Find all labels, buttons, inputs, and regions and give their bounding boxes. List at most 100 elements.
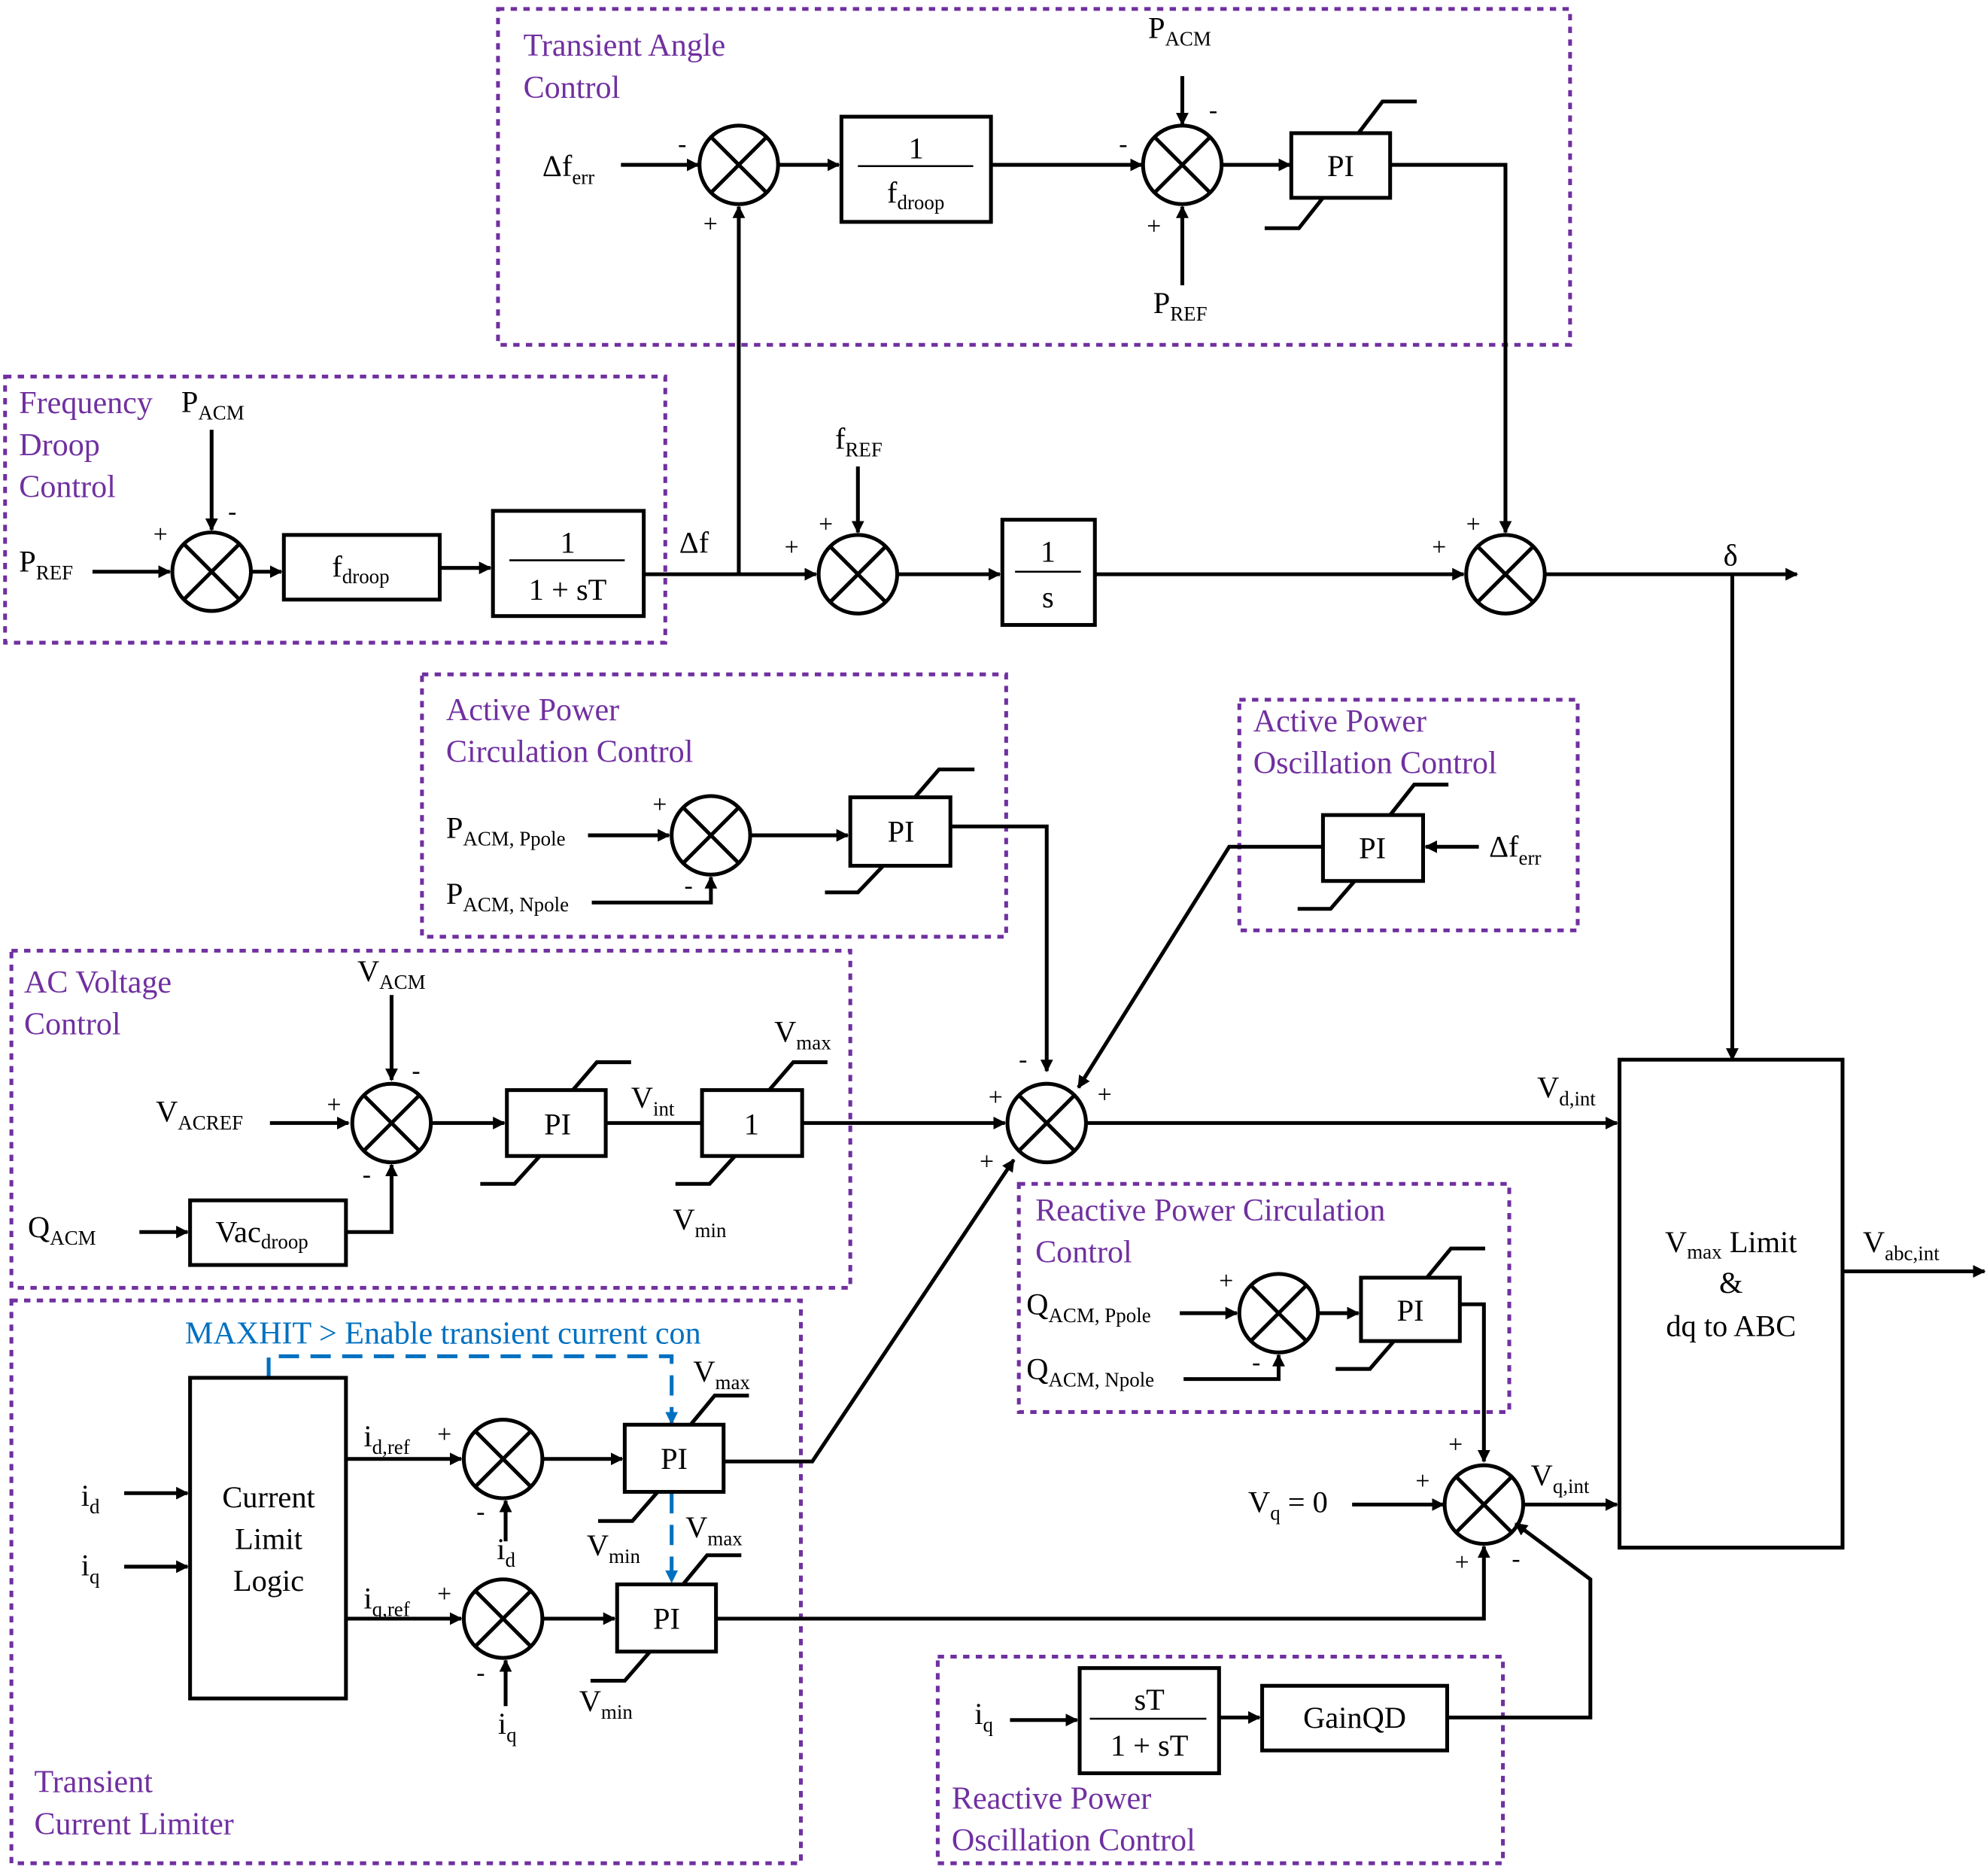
signal-label-delta: δ [1724, 538, 1738, 572]
signal-label-p-acm: PACM [1148, 11, 1211, 50]
sign-plus: + [1455, 1549, 1469, 1577]
svg-text:1: 1 [909, 132, 924, 166]
group-title: Current Limiter [34, 1806, 233, 1841]
signal-label-v-abc-int: Vabc,int [1863, 1225, 1940, 1264]
svg-text:PI: PI [661, 1442, 688, 1476]
signal-label-v-int: Vint [631, 1081, 675, 1120]
signal-label-i-d: id [497, 1532, 515, 1571]
group-title: Transient Angle [524, 28, 726, 63]
sign-plus: + [1448, 1431, 1463, 1458]
signal-label-v-max: Vmax [774, 1015, 831, 1054]
signal-label-delta-f-err: Δferr [1489, 830, 1541, 869]
group-title: Control [24, 1007, 121, 1042]
signal-label-f-ref: fREF [835, 421, 883, 461]
group-ac-voltage-control [9, 948, 852, 1290]
group-title: Active Power [1253, 704, 1426, 739]
signal-label-v-min: Vmin [587, 1528, 641, 1567]
svg-text:1: 1 [560, 525, 575, 559]
svg-text:PI: PI [1327, 149, 1354, 183]
sign-plus: + [437, 1421, 451, 1449]
group-title: Control [19, 469, 116, 504]
signal-label-v-min: Vmin [579, 1684, 633, 1723]
summing-junction [461, 1577, 545, 1660]
summing-junction [1141, 123, 1224, 206]
svg-text:Limit: Limit [235, 1522, 302, 1555]
svg-text:PI: PI [1397, 1294, 1424, 1327]
sign-minus: - [476, 1659, 485, 1687]
svg-text:PI: PI [544, 1108, 571, 1142]
block-current-limit-logic: Current Limit Logic [188, 1376, 348, 1701]
sign-plus: + [819, 511, 833, 539]
group-reactive-power-oscillation-control [935, 1654, 1505, 1865]
svg-text:1: 1 [1041, 534, 1056, 568]
sign-plus: + [785, 534, 799, 561]
sign-minus: - [1252, 1348, 1260, 1376]
group-title: AC Voltage [24, 965, 172, 1000]
group-title: Oscillation Control [1253, 746, 1497, 781]
svg-text:&: & [1719, 1266, 1742, 1300]
block-label: fdroop [332, 549, 389, 587]
group-transient-current-limiter [9, 1298, 804, 1865]
sign-minus: - [678, 130, 686, 158]
block-pi-ac-voltage: PI [480, 1060, 631, 1186]
block-highpass-filter: sT 1 + sT [1077, 1666, 1221, 1775]
summing-junction [816, 533, 900, 616]
summing-junction-vd [1005, 1081, 1088, 1165]
sign-minus: - [1512, 1545, 1520, 1573]
sign-plus: + [1432, 534, 1446, 561]
sign-minus: - [363, 1161, 371, 1189]
signal-label-i-q: iq [498, 1707, 517, 1746]
svg-text:1: 1 [744, 1108, 759, 1142]
signal-label-v-acref: VACREF [156, 1095, 243, 1134]
sign-plus: + [1098, 1081, 1112, 1108]
signal-label-p-acm-ppole: PACM, Ppole [446, 810, 566, 850]
signal-label-delta-f-err: Δferr [542, 149, 594, 188]
sign-minus: - [476, 1498, 485, 1526]
group-title: Control [1035, 1235, 1132, 1270]
signal-label-p-acm: PACM [181, 385, 245, 424]
signal-label-i-d: id [81, 1479, 100, 1518]
sign-plus: + [437, 1580, 451, 1608]
signal-label-i-q: iq [81, 1549, 100, 1588]
group-reactive-power-circulation-control [1016, 1181, 1512, 1414]
summing-junction [1237, 1272, 1320, 1355]
group-active-power-oscillation-control [1237, 698, 1580, 932]
signal-label-v-q-int: Vq,int [1531, 1458, 1590, 1497]
svg-text:PI: PI [1359, 831, 1386, 865]
sign-minus: - [685, 872, 693, 900]
summing-junction-vq [1442, 1463, 1526, 1546]
sign-plus: + [703, 210, 718, 238]
sign-plus: + [1219, 1267, 1233, 1295]
group-title: Active Power [446, 692, 619, 728]
svg-text:Logic: Logic [233, 1564, 304, 1598]
signal-label-p-ref: PREF [19, 545, 73, 584]
sign-plus: + [153, 521, 168, 549]
svg-text:dq to ABC: dq to ABC [1666, 1309, 1796, 1342]
signal-label-q-acm: QACM [28, 1210, 96, 1249]
group-title: Transient [34, 1765, 153, 1800]
group-active-power-circulation-control [420, 672, 1008, 939]
signal-label-vq-zero: Vq = 0 [1248, 1485, 1328, 1524]
signal-label-v-d-int: Vd,int [1537, 1071, 1596, 1110]
signal-label-p-acm-npole: PACM, Npole [446, 877, 569, 916]
summing-junction [670, 794, 752, 877]
signal-label-i-d-ref: id,ref [363, 1419, 409, 1458]
sign-plus: + [980, 1148, 994, 1176]
sign-plus: + [1466, 511, 1481, 539]
sign-plus: + [989, 1084, 1003, 1111]
group-frequency-droop-control [3, 374, 667, 645]
svg-text:1 + sT: 1 + sT [529, 573, 607, 607]
svg-text:Current: Current [222, 1480, 314, 1514]
block-pi-reactive-circulation: PI [1335, 1246, 1486, 1371]
sign-minus: - [412, 1057, 420, 1084]
block-pi-id: PI [597, 1394, 749, 1523]
signal-label-delta-f: Δf [679, 525, 709, 559]
block-pi-active-circulation: PI [825, 767, 975, 895]
signal-label-q-acm-ppole: QACM, Ppole [1026, 1288, 1150, 1327]
group-title: Oscillation Control [952, 1823, 1196, 1858]
signal-label-v-acm: VACM [357, 954, 426, 993]
block-fdroop: fdroop [281, 533, 442, 602]
block-integrator: 1 s [1000, 518, 1097, 628]
signal-label-i-q-ref: iq,ref [363, 1582, 409, 1621]
summing-junction [350, 1081, 433, 1165]
